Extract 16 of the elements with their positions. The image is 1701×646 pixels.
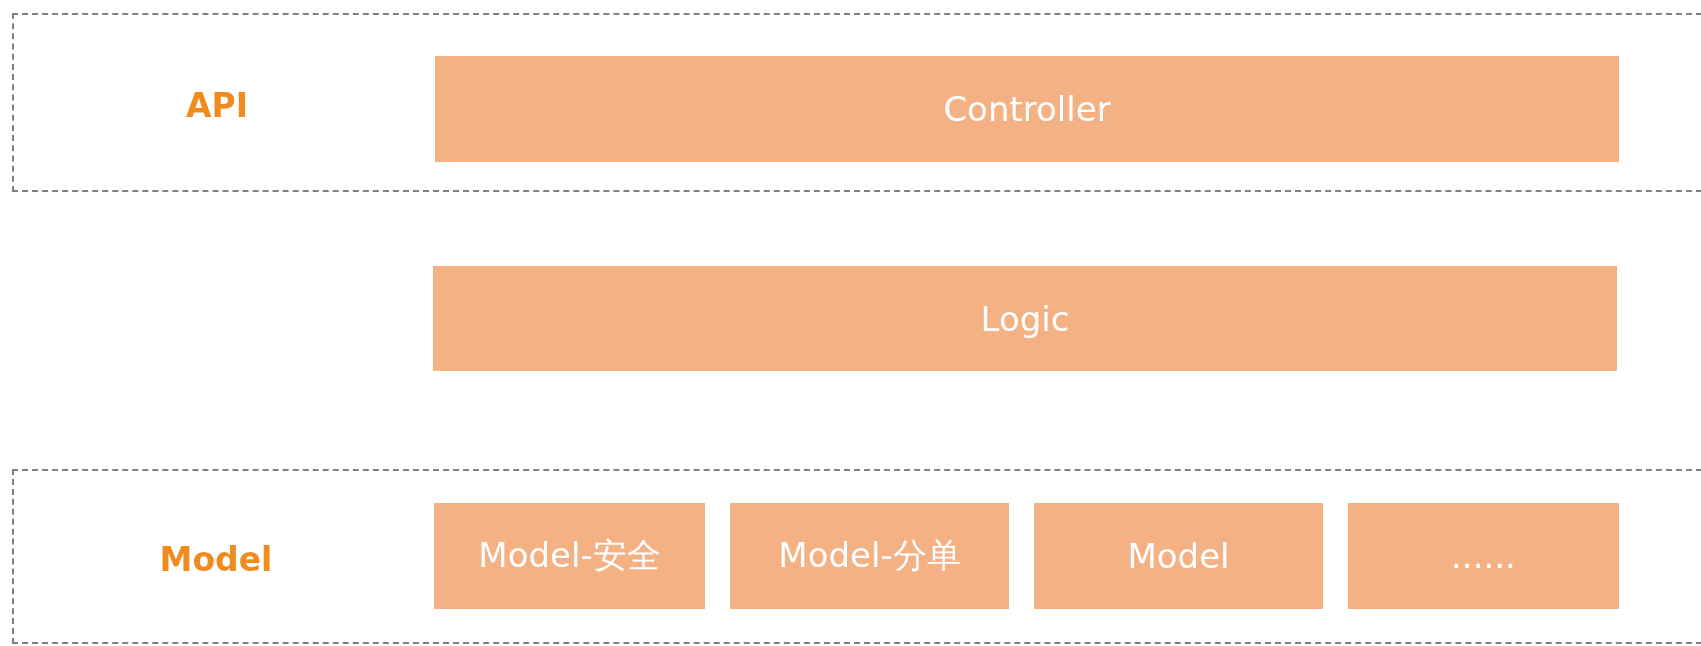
component-label: Controller <box>943 89 1111 129</box>
component-label: Model-安全 <box>478 534 661 577</box>
component-box <box>1034 503 1323 609</box>
layer-frame <box>12 13 1701 192</box>
layer-frame <box>12 469 1701 644</box>
layer-label: Model <box>159 539 273 579</box>
component-label: Model-分单 <box>778 534 961 577</box>
component-box <box>1348 503 1619 609</box>
component-box <box>433 266 1617 371</box>
component-box <box>435 56 1619 162</box>
component-label: Logic <box>980 298 1070 339</box>
component-label: Model <box>1127 536 1230 576</box>
component-label: ...... <box>1451 536 1516 576</box>
layer-label: API <box>186 85 248 125</box>
component-box <box>730 503 1009 609</box>
component-box <box>434 503 705 609</box>
